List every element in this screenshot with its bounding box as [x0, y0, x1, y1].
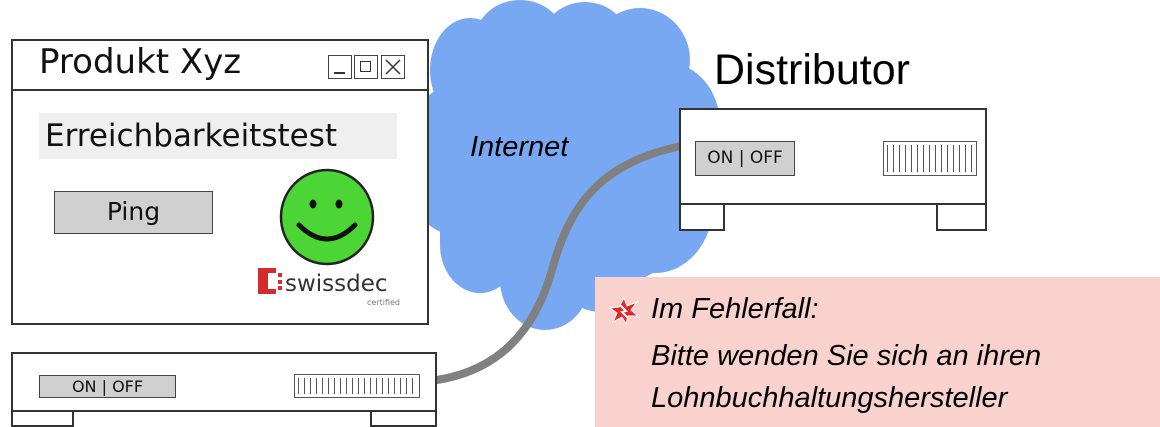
- network-cable: [433, 141, 690, 384]
- error-burst-icon: [609, 297, 639, 325]
- local-foot-left: [11, 410, 74, 427]
- local-device: ON | OFF: [11, 352, 437, 412]
- heading-background: [39, 113, 397, 159]
- distributor-power-switch[interactable]: ON | OFF: [695, 141, 795, 176]
- local-device-vent: [294, 374, 420, 398]
- maximize-button[interactable]: [354, 55, 378, 79]
- swissdec-logo-icon: [258, 268, 282, 294]
- local-power-switch[interactable]: ON | OFF: [39, 375, 176, 398]
- distributor-label: Distributor: [714, 46, 910, 94]
- brand-name: swissdec: [285, 271, 388, 297]
- brand-tagline: certified: [367, 298, 401, 307]
- error-title: Im Fehlerfall:: [651, 293, 819, 325]
- page-heading: Erreichbarkeitstest: [45, 118, 338, 154]
- close-button[interactable]: [381, 55, 405, 79]
- distributor-foot-left: [679, 203, 725, 231]
- close-icon: [385, 59, 401, 75]
- ping-button[interactable]: Ping: [54, 191, 213, 234]
- error-note: Im Fehlerfall: Bitte wenden Sie sich an …: [595, 277, 1160, 427]
- error-line: Lohnbuchhaltungshersteller: [651, 382, 1008, 414]
- distributor-vent: [883, 141, 977, 176]
- distributor-foot-right: [936, 203, 987, 231]
- minimize-button[interactable]: [328, 55, 352, 79]
- window-title: Produkt Xyz: [39, 42, 242, 82]
- error-line: Bitte wenden Sie sich an ihren: [651, 340, 1042, 372]
- minimize-icon: [334, 72, 345, 74]
- window-titlebar: Produkt Xyz: [13, 41, 427, 91]
- app-window: Produkt Xyz Erreichbarkeitstest Ping swi…: [11, 39, 429, 325]
- local-foot-right: [370, 410, 437, 427]
- maximize-icon: [360, 61, 371, 72]
- smiley-face-icon: [279, 168, 375, 266]
- distributor-device: ON | OFF: [679, 108, 987, 205]
- cloud-label: Internet: [470, 131, 569, 163]
